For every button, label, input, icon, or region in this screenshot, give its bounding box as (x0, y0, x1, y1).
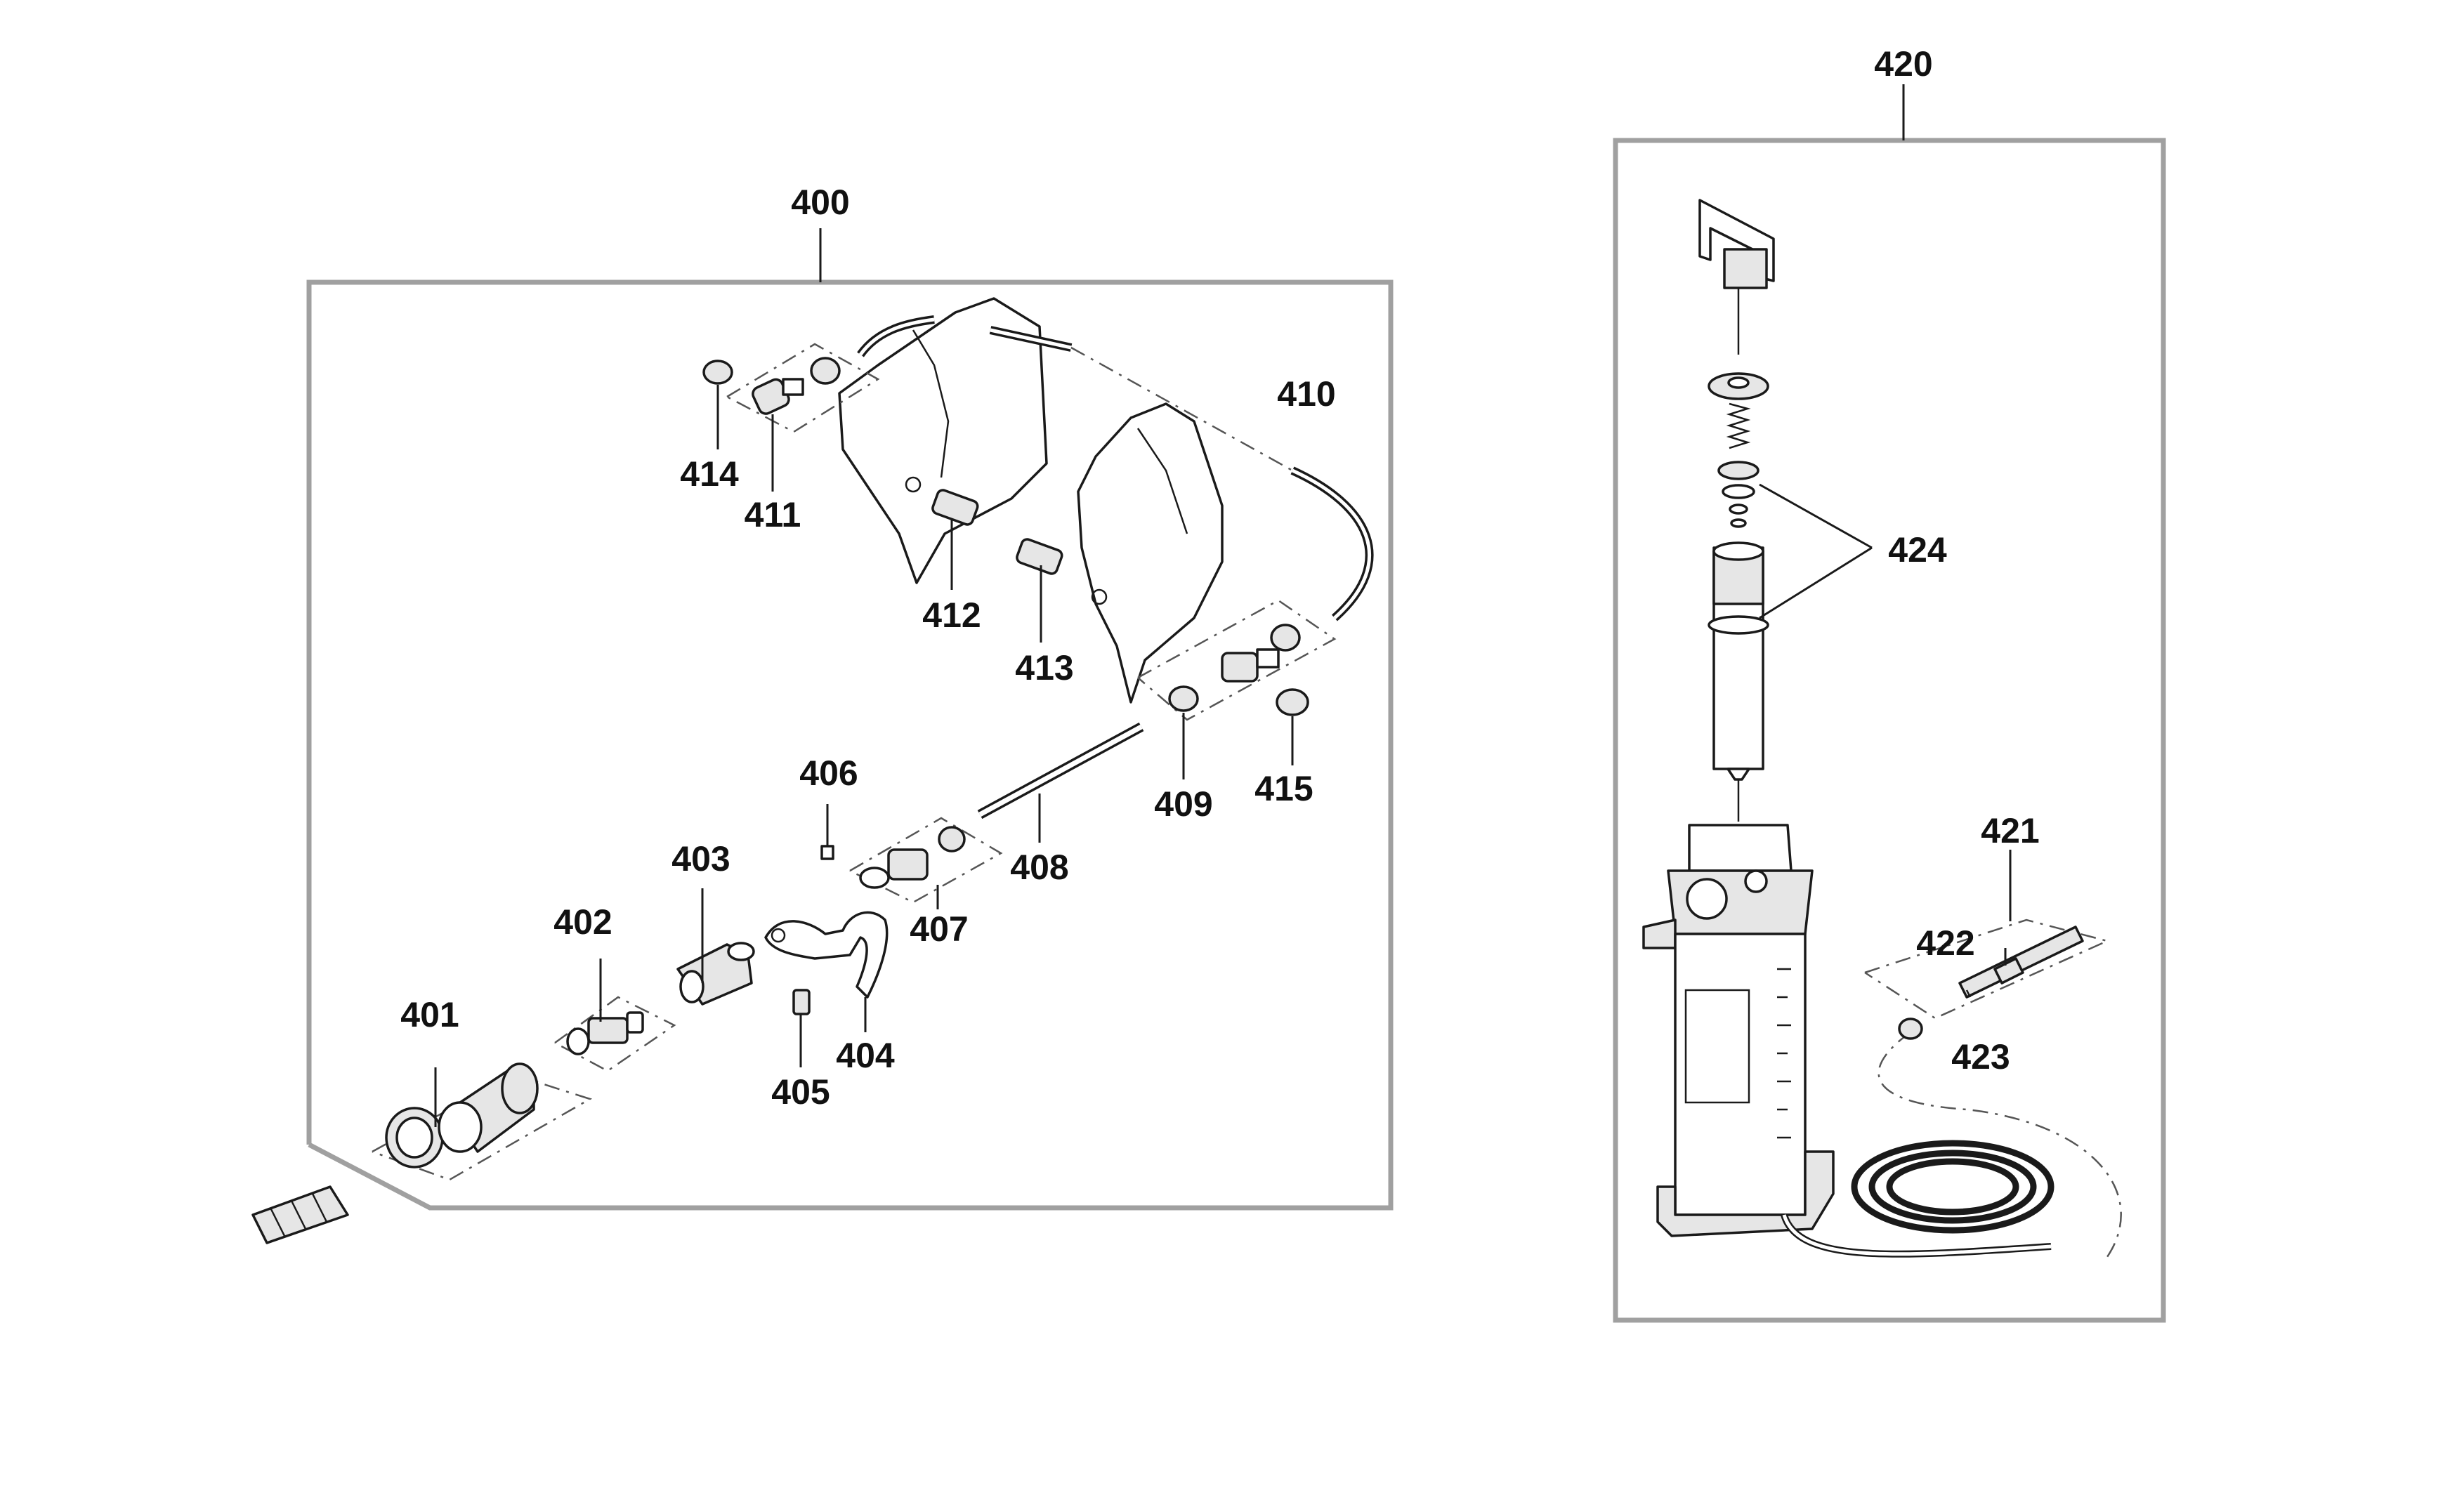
spray-valve-422 (1958, 926, 2084, 999)
leaders-400 (434, 385, 1294, 1127)
fitting-407 (859, 826, 966, 889)
label-408: 408 (1010, 848, 1068, 887)
labels: 400 401 402 403 404 405 406 407 408 409 … (400, 44, 2039, 1112)
assembly-400-frame (306, 228, 1394, 1211)
elbow-403 (676, 942, 755, 1006)
bolt-413 (1016, 538, 1063, 575)
label-421: 421 (1981, 811, 2039, 850)
shield-right (1077, 402, 1224, 704)
label-404: 404 (836, 1036, 895, 1075)
nipple-402 (566, 1011, 644, 1055)
leader-424 (1759, 483, 1873, 619)
label-407: 407 (910, 909, 968, 949)
hose-410 (857, 315, 1374, 621)
shield-left (838, 297, 1048, 584)
label-413: 413 (1015, 648, 1073, 687)
tube-408 (977, 722, 1144, 819)
label-402: 402 (553, 902, 612, 942)
tank-hose (1781, 1031, 2122, 1258)
label-406: 406 (799, 753, 858, 793)
tee-fitting-409 (1168, 624, 1301, 712)
label-422: 422 (1916, 923, 1974, 963)
clamp-423 (1898, 1018, 1923, 1040)
bolt-412 (931, 489, 979, 526)
group-411-box (726, 343, 880, 433)
group-402-box (554, 996, 676, 1072)
label-415: 415 (1254, 769, 1313, 808)
label-403: 403 (671, 839, 730, 878)
screw-405 (792, 989, 811, 1015)
nut-414 (702, 360, 733, 385)
label-423: 423 (1951, 1037, 2010, 1077)
label-411: 411 (745, 495, 801, 534)
bracket-404 (764, 911, 889, 999)
pump-cap (1708, 372, 1769, 400)
group-407-box (849, 817, 1003, 904)
label-409: 409 (1154, 784, 1212, 824)
nut-415 (1276, 688, 1309, 716)
pump-handle (1698, 199, 1775, 355)
label-405: 405 (771, 1072, 830, 1112)
fitting-411 (752, 357, 841, 415)
coupling-401 (385, 1062, 539, 1168)
assembly-420-frame (1613, 84, 2166, 1323)
label-412: 412 (922, 595, 981, 635)
screw-406 (820, 845, 834, 860)
pump-spring (1726, 402, 1751, 449)
label-420: 420 (1874, 44, 1932, 84)
water-tank (1642, 824, 1835, 1237)
label-410: 410 (1277, 374, 1335, 414)
group-421-box (1864, 850, 2110, 1020)
hose-end-401 (251, 1185, 349, 1244)
label-414: 414 (680, 454, 739, 494)
label-400: 400 (791, 183, 849, 222)
pump-cylinder (1708, 541, 1769, 822)
seal-kit-424 (1717, 461, 1759, 528)
label-401: 401 (400, 995, 459, 1034)
label-424: 424 (1888, 530, 1947, 569)
group-409-box (1137, 599, 1337, 721)
